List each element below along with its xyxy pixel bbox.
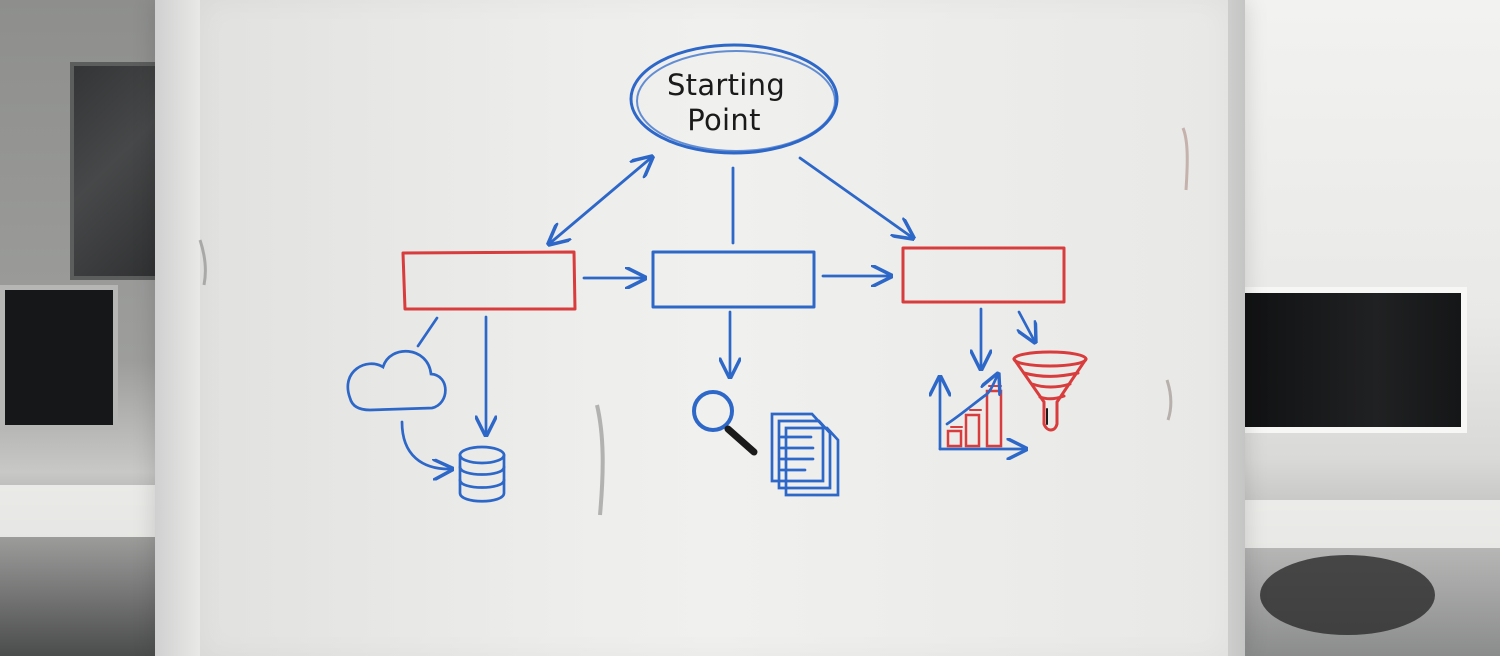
computer-monitor-right — [1232, 287, 1467, 433]
desk-right — [1200, 500, 1500, 548]
wall-painting — [70, 62, 170, 280]
computer-monitor-left — [0, 285, 118, 430]
office-chair — [1260, 555, 1435, 635]
whiteboard-surface — [200, 0, 1228, 656]
